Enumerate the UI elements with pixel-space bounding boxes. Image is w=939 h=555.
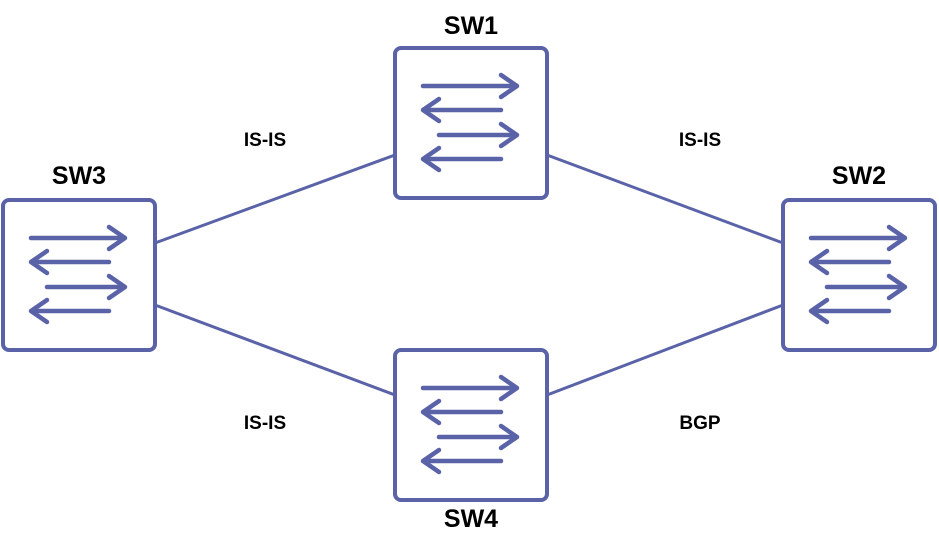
switch-icon-sw2 (783, 200, 935, 350)
switch-icon-sw4 (395, 350, 547, 500)
link-label-sw1-sw2: IS-IS (678, 130, 722, 151)
link-sw3-sw1 (154, 153, 396, 245)
link-label-sw3-sw1: IS-IS (243, 130, 287, 151)
switch-label-sw4: SW4 (443, 505, 499, 533)
switch-label-sw3: SW3 (51, 162, 107, 190)
link-sw4-sw2 (546, 303, 784, 397)
switch-label-sw1: SW1 (443, 12, 499, 40)
switch-icon-sw1 (395, 48, 547, 198)
link-label-sw4-sw2: BGP (679, 413, 721, 434)
link-sw1-sw2 (546, 153, 784, 245)
switch-icon-sw3 (3, 200, 155, 350)
link-sw3-sw4 (154, 303, 396, 397)
links (154, 153, 784, 397)
link-label-sw3-sw4: IS-IS (243, 413, 287, 434)
switch-label-sw2: SW2 (831, 162, 887, 190)
